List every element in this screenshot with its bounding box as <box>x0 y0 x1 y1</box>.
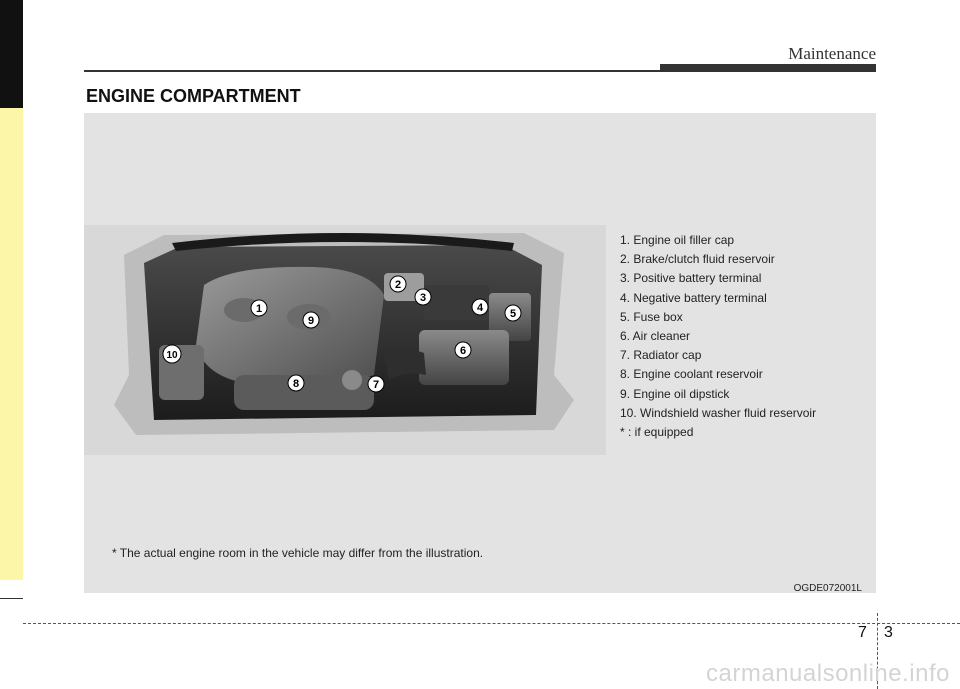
engine-cover <box>196 266 384 386</box>
callout-10: 10 <box>162 344 182 364</box>
callout-7: 7 <box>367 375 385 393</box>
svg-text:1: 1 <box>256 303 262 315</box>
legend-item: 9. Engine oil dipstick <box>620 386 730 401</box>
svg-text:9: 9 <box>308 315 314 327</box>
radiator-cap-shape <box>342 370 362 390</box>
page-title: ENGINE COMPARTMENT <box>86 86 301 106</box>
illustration-footnote: * The actual engine room in the vehicle … <box>112 546 484 560</box>
legend-item: 6. Air cleaner <box>620 329 691 344</box>
intake-manifold <box>234 375 374 410</box>
svg-text:3: 3 <box>420 292 426 304</box>
svg-text:7: 7 <box>373 379 379 391</box>
svg-text:2: 2 <box>395 279 401 291</box>
footer-rule <box>23 623 960 624</box>
chapter-number: 7 <box>858 624 867 641</box>
svg-text:8: 8 <box>293 378 299 390</box>
engine-compartment-illustration: 1 2 3 4 5 6 7 <box>84 225 606 455</box>
engine-bay-svg: 1 2 3 4 5 6 7 <box>114 233 574 435</box>
callout-5: 5 <box>504 304 522 322</box>
callout-4: 4 <box>471 298 489 316</box>
figure-code: OGDE072001L <box>793 583 862 594</box>
callout-3: 3 <box>414 288 432 306</box>
legend-item: 1. Engine oil filler cap <box>620 233 735 247</box>
svg-text:5: 5 <box>510 308 516 320</box>
legend-item: 4. Negative battery terminal <box>620 290 767 305</box>
svg-text:6: 6 <box>460 345 466 357</box>
component-legend: 1. Engine oil filler cap 2. Brake/clutch… <box>620 231 816 442</box>
callout-8: 8 <box>287 374 305 392</box>
svg-text:10: 10 <box>166 350 178 361</box>
cowl-seal <box>172 233 514 251</box>
legend-item: 5. Fuse box <box>620 309 683 324</box>
callout-9: 9 <box>302 311 320 329</box>
legend-item: 3. Positive battery terminal <box>620 271 762 286</box>
callout-1: 1 <box>250 299 268 317</box>
side-tab-black <box>0 0 23 108</box>
section-name: Maintenance <box>788 44 876 63</box>
legend-note: * : if equipped <box>620 425 694 440</box>
legend-item: 2. Brake/clutch fluid reservoir <box>620 252 775 267</box>
page-number: 3 <box>884 624 893 641</box>
svg-text:4: 4 <box>477 302 484 314</box>
header-rule-accent <box>660 64 876 72</box>
page-number-divider <box>877 613 878 689</box>
figure-panel: 1 2 3 4 5 6 7 <box>84 113 876 594</box>
legend-item: 8. Engine coolant reservoir <box>620 367 763 382</box>
legend-item: 10. Windshield washer fluid reservoir <box>620 405 817 420</box>
callout-2: 2 <box>389 275 407 293</box>
intake-hose <box>384 349 426 380</box>
header-rule <box>84 70 660 72</box>
legend-item: 7. Radiator cap <box>620 348 702 363</box>
side-divider <box>0 598 23 599</box>
watermark: carmanualsonline.info <box>706 660 950 687</box>
callout-6: 6 <box>454 341 472 359</box>
side-tab-chapter <box>0 108 23 580</box>
